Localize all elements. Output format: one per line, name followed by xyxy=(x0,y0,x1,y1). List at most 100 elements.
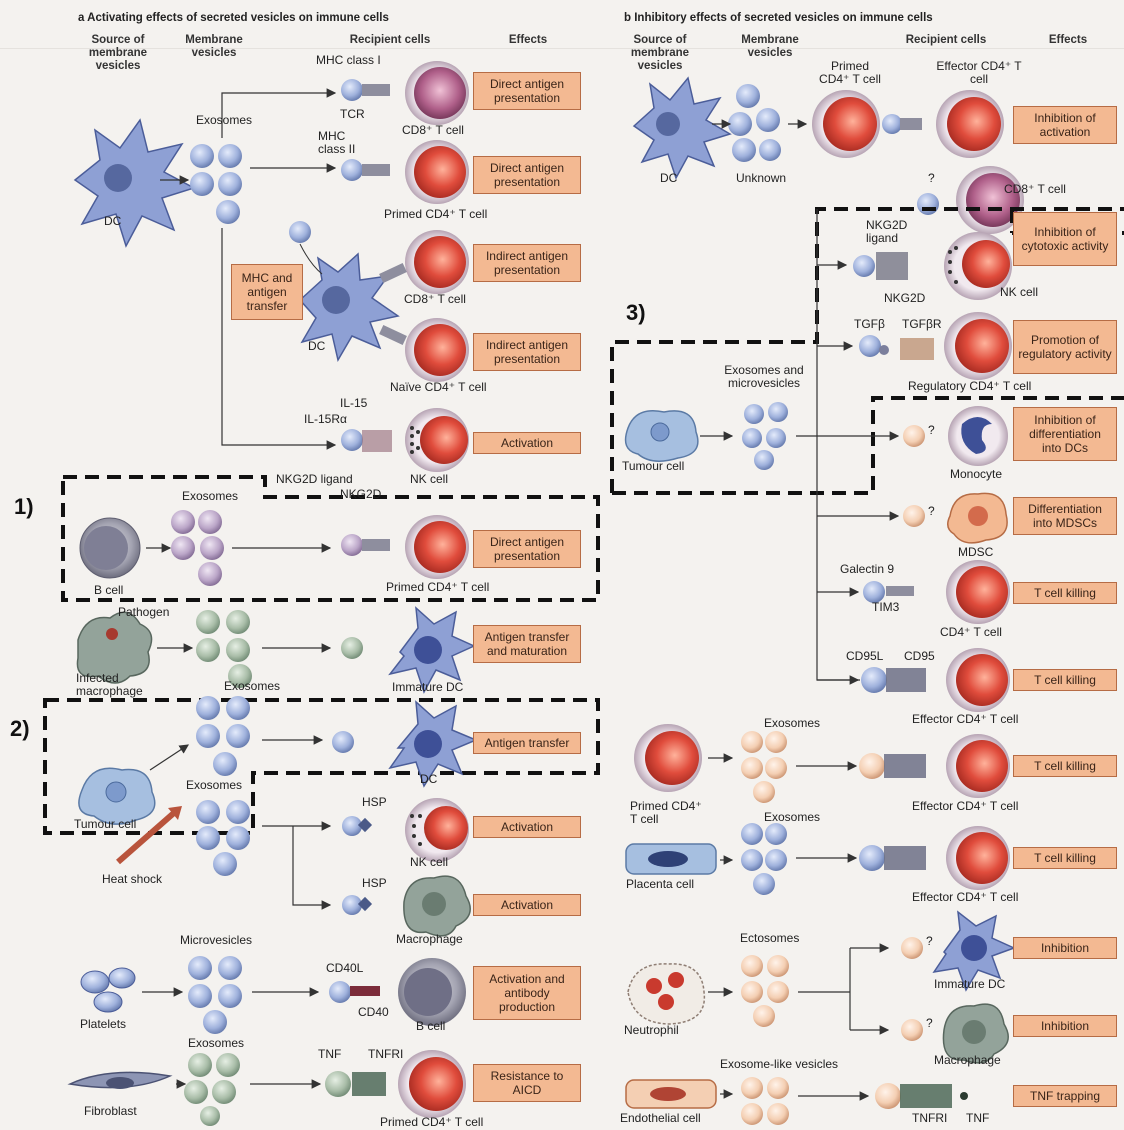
effector-cd4-2 xyxy=(859,734,1010,798)
label-dc-t: DC xyxy=(420,772,438,786)
label-nkg2d-ligand-b: NKG2D ligand xyxy=(866,218,908,245)
header-source-a: Source of membrane vesicles xyxy=(88,34,148,72)
label-q3: ? xyxy=(928,504,935,518)
label-hsp-1: HSP xyxy=(362,795,387,809)
exosome-cluster-f xyxy=(184,1053,240,1126)
fibroblast xyxy=(67,1071,173,1089)
callout-2: 2) xyxy=(10,716,30,741)
label-tgfb: TGFβ xyxy=(854,317,885,331)
effect-inhibit-dc: Inhibition of differentiation into DCs xyxy=(1013,407,1117,461)
label-cd40l: CD40L xyxy=(326,961,364,975)
effect-inhibit-cytotoxic: Inhibition of cytotoxic activity xyxy=(1013,212,1117,266)
label-heat-shock: Heat shock xyxy=(102,872,163,886)
exosome-cluster-b1 xyxy=(728,84,781,162)
effect-inhibit-activation: Inhibition of activation xyxy=(1013,106,1117,144)
label-exosomes-1: Exosomes xyxy=(196,113,253,127)
header-recipient-a: Recipient cells xyxy=(349,34,431,46)
effect-activation-1: Activation xyxy=(473,432,581,454)
label-nk-cell-b: NK cell xyxy=(1000,285,1039,299)
label-monocyte: Monocyte xyxy=(950,467,1003,481)
exosome-cluster-t1 xyxy=(196,696,250,776)
label-regulatory: Regulatory CD4⁺ T cell xyxy=(908,379,1032,393)
effect-killing-3: T cell killing xyxy=(1013,755,1117,777)
label-effector-1: Effector CD4⁺ T cell xyxy=(912,712,1019,726)
label-cd8-2: CD8⁺ T cell xyxy=(404,292,466,306)
exosome-cluster-1 xyxy=(190,144,242,224)
label-naive-cd4: Naïve CD4⁺ T cell xyxy=(390,380,487,394)
dc-source-b xyxy=(632,76,732,180)
label-dc: DC xyxy=(104,214,122,228)
platelets xyxy=(80,967,136,1013)
effect-direct-1: Direct antigen presentation xyxy=(473,72,581,110)
label-mhc2: MHC class II xyxy=(318,129,356,156)
label-cd95: CD95 xyxy=(904,649,935,663)
label-galectin: Galectin 9 xyxy=(840,562,895,576)
label-q1: ? xyxy=(928,171,935,185)
b-cell-source xyxy=(79,517,141,579)
dc-source-cell xyxy=(73,118,196,248)
effect-activation-hsp1: Activation xyxy=(473,816,581,838)
label-q4: ? xyxy=(926,934,933,948)
dc-cell-t xyxy=(332,700,478,788)
exosome-cluster-pl xyxy=(741,823,787,895)
label-effector-cd4-b: Effector CD4⁺ T cell xyxy=(936,59,1022,86)
label-exosomes-f: Exosomes xyxy=(188,1036,245,1050)
label-nk-cell-2: NK cell xyxy=(410,855,449,869)
label-macrophage-a: Macrophage xyxy=(396,932,463,946)
effect-tnf-trapping: TNF trapping xyxy=(1013,1085,1117,1107)
macrophage-b xyxy=(901,1003,1009,1064)
label-nkg2d-a: NKG2D xyxy=(340,487,382,501)
effect-regulatory: Promotion of regulatory activity xyxy=(1013,320,1117,374)
label-tnf-a: TNF xyxy=(318,1047,342,1061)
label-primed-cd4-f: Primed CD4⁺ T cell xyxy=(380,1115,484,1129)
primed-cd4-cell-b xyxy=(341,515,469,579)
b-cell-2 xyxy=(329,958,466,1026)
effect-mdsc: Differentiation into MDSCs xyxy=(1013,497,1117,535)
effect-antigen-transfer: Antigen transfer xyxy=(473,732,581,754)
header-recipient-b: Recipient cells xyxy=(905,34,987,46)
effect-direct-2: Direct antigen presentation xyxy=(473,156,581,194)
effect-activation-hsp2: Activation xyxy=(473,894,581,916)
label-primed-cd4-b: Primed CD4⁺ T cell xyxy=(819,59,881,86)
exosome-like-cluster xyxy=(741,1077,789,1125)
nk-cell-2 xyxy=(342,798,469,862)
effect-indirect-1: Indirect antigen presentation xyxy=(473,244,581,282)
label-tnf-b: TNF xyxy=(966,1111,990,1125)
label-exosomes-t: Exosomes xyxy=(186,778,243,792)
tnf-trap xyxy=(875,1083,968,1109)
neutrophil xyxy=(627,963,706,1025)
label-tim3: TIM3 xyxy=(872,600,900,614)
label-exosomes-b: Exosomes xyxy=(182,489,239,503)
effector-cd4-3 xyxy=(859,826,1010,890)
label-primed-cd4-b: Primed CD4⁺ T cell xyxy=(386,580,490,594)
label-tnfri-a: TNFRI xyxy=(368,1047,404,1061)
callout-box-2 xyxy=(43,698,600,835)
effect-antigen-maturation: Antigen transfer and maturation xyxy=(473,625,581,663)
box-mhc-transfer: MHC and antigen transfer xyxy=(231,264,303,320)
label-exo-like: Exosome-like vesicles xyxy=(720,1057,839,1071)
label-exosomes-m: Exosomes xyxy=(224,679,281,693)
label-q5: ? xyxy=(926,1016,933,1030)
header-effects-a: Effects xyxy=(508,34,548,46)
label-hsp-2: HSP xyxy=(362,876,387,890)
label-exosomes-p: Exosomes xyxy=(764,716,821,730)
label-cd8-b: CD8⁺ T cell xyxy=(1004,182,1066,196)
exosome-cluster-m xyxy=(196,610,252,688)
label-primed-cd4-src: Primed CD4⁺ T cell xyxy=(630,799,702,826)
header-membrane-a: Membrane vesicles xyxy=(185,34,243,59)
label-mdsc: MDSC xyxy=(958,545,994,559)
label-tgfbr: TGFβR xyxy=(902,317,942,331)
label-infected-macrophage: Infected macrophage xyxy=(76,671,143,698)
label-cd40: CD40 xyxy=(358,1005,389,1019)
label-effector-2: Effector CD4⁺ T cell xyxy=(912,799,1019,813)
monocyte xyxy=(903,406,1008,466)
effect-killing-1: T cell killing xyxy=(1013,582,1117,604)
label-immature-dc-a: Immature DC xyxy=(392,680,464,694)
exosome-cluster-t2 xyxy=(196,800,250,876)
label-il15ra: IL-15Rα xyxy=(304,412,347,426)
infected-macrophage xyxy=(76,611,153,684)
label-cd95l: CD95L xyxy=(846,649,884,663)
label-fibroblast: Fibroblast xyxy=(84,1104,137,1118)
cd8-t-cell-2 xyxy=(379,230,469,294)
label-b-cell: B cell xyxy=(94,583,124,597)
